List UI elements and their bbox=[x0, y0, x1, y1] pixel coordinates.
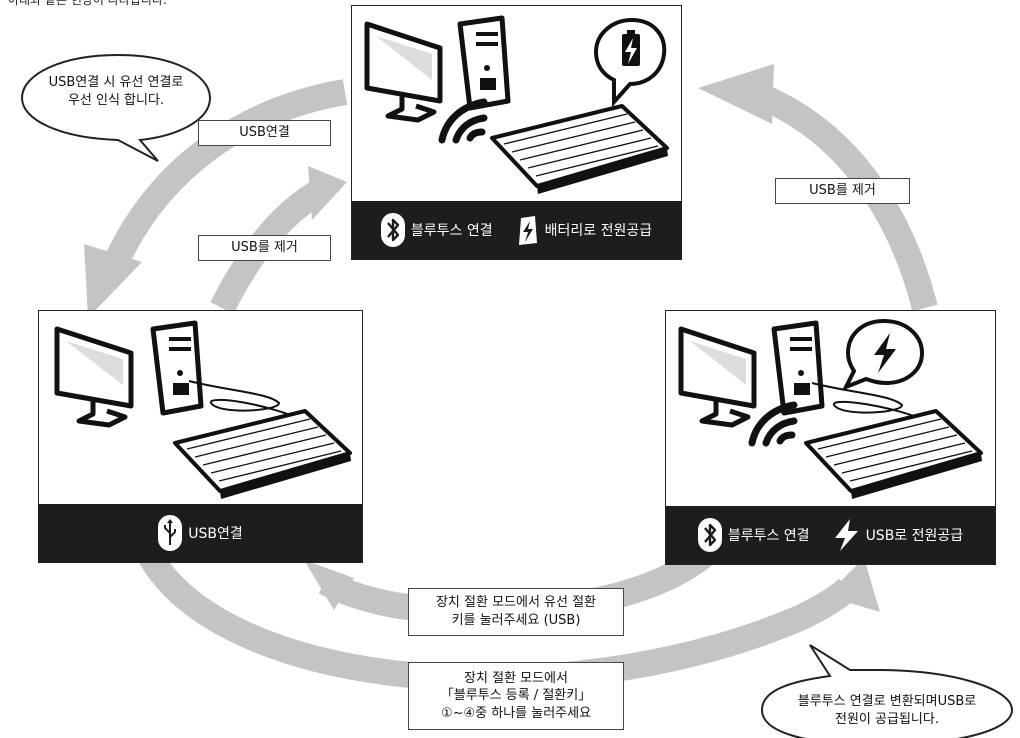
arrowhead-top-usb-remove bbox=[308, 166, 347, 220]
panel-right-bar-right-text: USB로 전원공급 bbox=[865, 528, 964, 544]
panel-left-bar-text: USB연결 bbox=[188, 526, 243, 542]
arrowhead-left-usb-connect bbox=[84, 244, 142, 318]
panel-right-scene bbox=[678, 318, 983, 499]
battery-charging-icon bbox=[515, 213, 539, 247]
panel-top-status-bar: 블루투스 연결 배터리로 전원공급 bbox=[352, 201, 681, 259]
usb-cable-icon bbox=[811, 382, 933, 424]
bubble-bt-usb-power-text: 블루투스 연결로 변환되며USB로 전원이 공급됩니다. bbox=[797, 694, 977, 728]
panel-bluetooth-usb-power: 블루투스 연결 USB로 전원공급 bbox=[665, 310, 996, 565]
label-bt-switch: 장치 절환 모드에서 「블루투스 등록 / 절환키」 ①~④중 하나를 눌러주세… bbox=[408, 662, 624, 730]
panel-bluetooth-battery: 블루투스 연결 배터리로 전원공급 bbox=[351, 5, 682, 260]
arrow-right-to-top-usb-remove bbox=[753, 82, 938, 312]
lightning-icon bbox=[832, 518, 860, 552]
keyboard-icon bbox=[490, 104, 669, 194]
keyboard-icon bbox=[173, 409, 352, 499]
pc-tower-icon bbox=[457, 15, 511, 111]
speech-bubble-usb-priority bbox=[20, 53, 212, 162]
panel-right-bar-left-text: 블루투스 연결 bbox=[727, 528, 810, 544]
usb-cable-icon bbox=[188, 380, 310, 424]
panel-top-scene bbox=[364, 15, 669, 194]
keyboard-icon bbox=[804, 409, 983, 499]
panel-top-bar-right-text: 배터리로 전원공급 bbox=[544, 223, 653, 239]
top-caption: 아래와 같은 현상이 나타납니다. bbox=[8, 0, 167, 7]
panel-right-status-bar: 블루투스 연결 USB로 전원공급 bbox=[666, 506, 995, 564]
arrowhead-right-bt-switch bbox=[826, 558, 880, 612]
panel-top-bar-left-text: 블루투스 연결 bbox=[410, 223, 493, 239]
arrowhead-left-wired-switch bbox=[304, 560, 354, 610]
bluetooth-icon bbox=[380, 213, 405, 247]
monitor-icon bbox=[364, 21, 443, 123]
arrowhead-top-right-usb-remove bbox=[698, 64, 774, 124]
panel-usb-connection: USB연결 bbox=[38, 310, 363, 563]
arrow-top-to-left-usb-connect bbox=[106, 79, 348, 264]
pc-tower-icon bbox=[771, 320, 825, 416]
label-wired-switch: 장치 절환 모드에서 유선 절환 키를 눌러주세요 (USB) bbox=[408, 588, 624, 636]
arrow-left-to-top-usb-remove bbox=[210, 178, 329, 314]
monitor-icon bbox=[678, 326, 757, 428]
usb-icon bbox=[158, 515, 183, 551]
label-usb-remove-left: USB를 제거 bbox=[198, 235, 331, 261]
bluetooth-icon bbox=[697, 518, 722, 552]
pc-tower-icon bbox=[150, 320, 204, 416]
monitor-icon bbox=[54, 326, 134, 428]
speech-bubble-lightning bbox=[841, 318, 925, 391]
speech-bubble-battery bbox=[593, 17, 667, 108]
label-usb-remove-right: USB를 제거 bbox=[775, 178, 910, 204]
wireless-signal-icon bbox=[748, 401, 798, 447]
speech-bubble-bt-usb-power bbox=[760, 644, 1014, 738]
bubble-usb-priority-text: USB연결 시 유선 연결로 우선 인식 합니다. bbox=[48, 75, 184, 109]
panel-left-scene bbox=[54, 320, 352, 499]
panel-left-status-bar: USB연결 bbox=[39, 504, 362, 562]
label-usb-connect: USB연결 bbox=[198, 120, 331, 146]
wireless-signal-icon bbox=[438, 98, 488, 144]
